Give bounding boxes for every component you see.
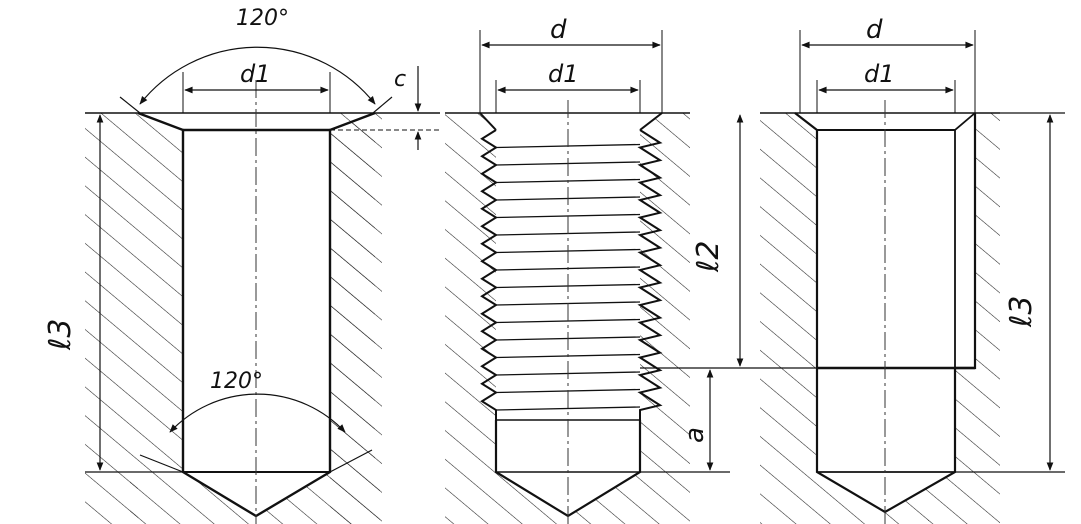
- fig1-c-label: c: [394, 67, 406, 92]
- fig1-material-left: [85, 113, 183, 524]
- fig3-d1-label: d1: [864, 60, 895, 88]
- fig2-d-label: d: [550, 15, 567, 45]
- thread-crest-line: [495, 406, 641, 411]
- fig1-top-angle-label: 120°: [236, 6, 289, 31]
- fig3-l2-label: ℓ2: [691, 241, 726, 273]
- fig3-material-bottom: [760, 472, 1000, 524]
- fig1-bottom-angle-arc: [169, 393, 346, 433]
- fig2-thread-right: [637, 129, 663, 420]
- fig2-thread-left: [480, 129, 498, 420]
- figure-1-drilled-hole: 120° d1 c ℓ3 120°: [43, 6, 440, 524]
- fig2-material-bottom: [445, 472, 690, 524]
- fig2-d1-label: d1: [548, 60, 579, 88]
- fig2-a-label: a: [680, 427, 710, 443]
- fig3-d-label: d: [866, 15, 883, 45]
- fig1-bottom-angle-label: 120°: [210, 369, 263, 394]
- fig3-l3-label: ℓ3: [1004, 296, 1039, 328]
- fig1-material-bottom: [130, 472, 380, 524]
- fig3-material-left: [760, 113, 817, 472]
- figure-2-threaded-hole: d d1 a: [445, 15, 730, 524]
- figure-3-stepped-hole: d d1 ℓ2 ℓ3: [691, 15, 1065, 524]
- fig1-l3-label: ℓ3: [43, 319, 78, 351]
- fig1-top-angle-arc: [139, 46, 376, 105]
- fig1-d1-label: d1: [240, 60, 271, 88]
- fig3-material-right: [955, 113, 1000, 472]
